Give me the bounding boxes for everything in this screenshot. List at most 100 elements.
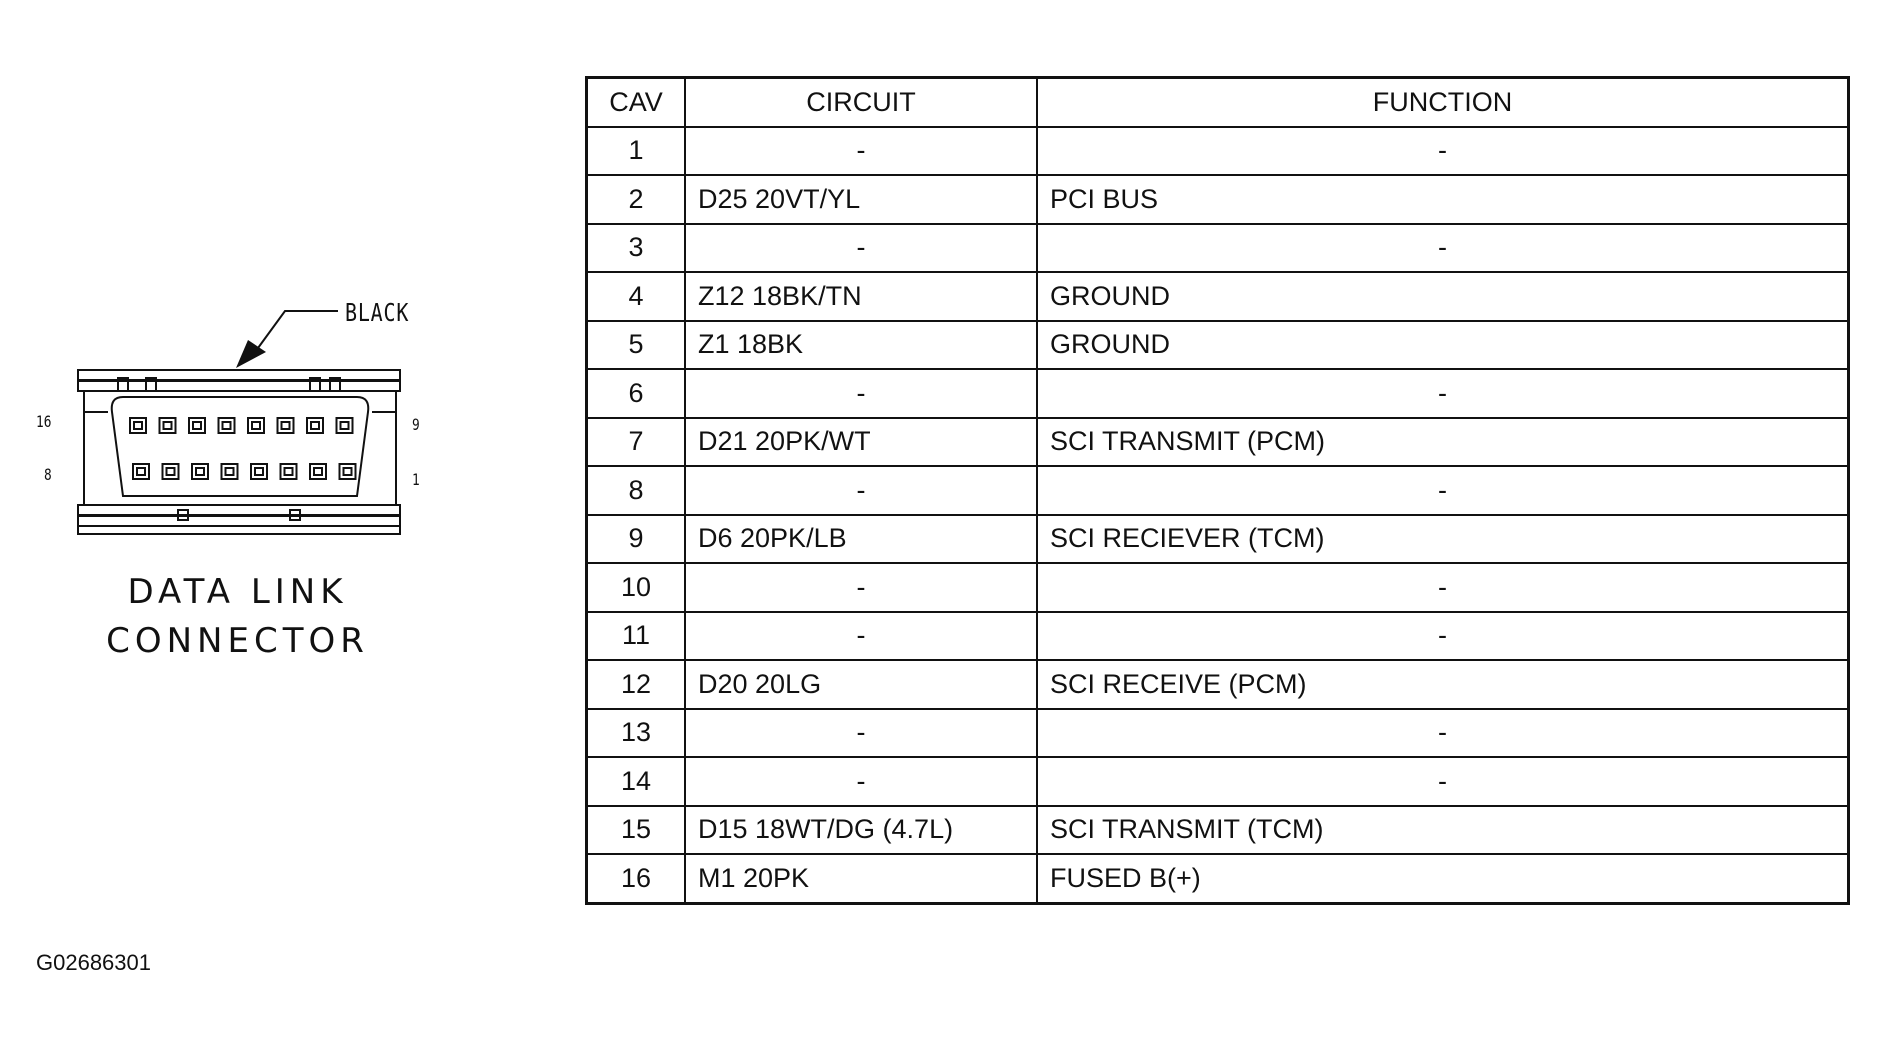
function-cell: - — [1036, 610, 1850, 661]
pin-contact — [313, 467, 323, 476]
circuit-cell: D6 20PK/LB — [684, 513, 1038, 564]
header-function: FUNCTION — [1036, 76, 1850, 128]
pin-contact — [251, 421, 261, 430]
circuit-cell: Z1 18BK — [684, 319, 1038, 370]
pin-contact — [283, 467, 294, 476]
connector-left-bracket — [83, 391, 108, 506]
pin-contact — [221, 421, 232, 430]
cav-cell: 16 — [585, 853, 686, 904]
connector-right-bracket — [372, 391, 397, 506]
leader-line — [257, 310, 338, 349]
function-cell: GROUND — [1036, 319, 1850, 370]
connector-title-line: DATA LINK — [127, 572, 348, 612]
circuit-cell: - — [684, 756, 1038, 807]
cav-cell: 4 — [585, 271, 686, 322]
figure-id: G02686301 — [36, 950, 151, 975]
pin-contact — [136, 467, 146, 476]
cav-cell: 1 — [585, 125, 686, 176]
arrow-head — [236, 340, 266, 368]
pin-contact — [165, 467, 176, 476]
function-cell: PCI BUS — [1036, 174, 1850, 225]
circuit-cell: M1 20PK — [684, 853, 1038, 904]
pin-contact — [133, 421, 143, 430]
circuit-cell: - — [684, 125, 1038, 176]
table-row: 8-- — [585, 465, 1850, 516]
table-row: 1-- — [585, 125, 1850, 176]
connector-body — [110, 396, 370, 497]
table-row: 6-- — [585, 368, 1850, 419]
cav-cell: 11 — [585, 610, 686, 661]
function-cell: SCI TRANSMIT (PCM) — [1036, 416, 1850, 467]
table-row: 10-- — [585, 562, 1850, 613]
circuit-cell: D25 20VT/YL — [684, 174, 1038, 225]
circuit-cell: - — [684, 222, 1038, 273]
function-cell: SCI RECEIVE (PCM) — [1036, 659, 1850, 710]
circuit-cell: D15 18WT/DG (4.7L) — [684, 804, 1038, 855]
table-header-row: CAV CIRCUIT FUNCTION — [585, 76, 1850, 128]
pin-contact — [195, 467, 205, 476]
cav-cell: 2 — [585, 174, 686, 225]
function-cell: - — [1036, 222, 1850, 273]
cav-cell: 3 — [585, 222, 686, 273]
connector-bottom-rail — [77, 504, 401, 516]
table-row: 14-- — [585, 756, 1850, 807]
pin-number-label: 9 — [412, 415, 420, 434]
pin-number-label: 8 — [44, 465, 52, 484]
cav-cell: 13 — [585, 707, 686, 758]
header-circuit: CIRCUIT — [684, 76, 1038, 128]
connector-drawing — [77, 310, 401, 535]
function-cell: - — [1036, 368, 1850, 419]
table-row: 3-- — [585, 222, 1850, 273]
function-cell: GROUND — [1036, 271, 1850, 322]
function-cell: - — [1036, 465, 1850, 516]
circuit-cell: D21 20PK/WT — [684, 416, 1038, 467]
pin-row-bottom — [132, 463, 357, 480]
table-row: 13-- — [585, 707, 1850, 758]
pin-contact — [224, 467, 235, 476]
circuit-cell: - — [684, 610, 1038, 661]
circuit-cell: Z12 18BK/TN — [684, 271, 1038, 322]
function-cell: SCI TRANSMIT (TCM) — [1036, 804, 1850, 855]
pin-contact — [192, 421, 202, 430]
pin-contact — [162, 421, 173, 430]
circuit-cell: - — [684, 368, 1038, 419]
pin-number-label: 1 — [412, 470, 420, 489]
pin-row-top — [129, 417, 354, 434]
cav-cell: 5 — [585, 319, 686, 370]
function-cell: - — [1036, 562, 1850, 613]
circuit-cell: D20 20LG — [684, 659, 1038, 710]
pin-contact — [310, 421, 320, 430]
header-cav: CAV — [585, 76, 686, 128]
pin-contact — [280, 421, 291, 430]
function-cell: - — [1036, 125, 1850, 176]
cav-cell: 12 — [585, 659, 686, 710]
cav-cell: 14 — [585, 756, 686, 807]
function-cell: - — [1036, 707, 1850, 758]
cav-cell: 6 — [585, 368, 686, 419]
connector-color-label: BLACK — [345, 298, 410, 327]
circuit-cell: - — [684, 465, 1038, 516]
cav-cell: 9 — [585, 513, 686, 564]
circuit-cell: - — [684, 707, 1038, 758]
cav-cell: 8 — [585, 465, 686, 516]
pin-contact — [339, 421, 350, 430]
pin-number-label: 16 — [36, 412, 52, 431]
cav-cell: 15 — [585, 804, 686, 855]
connector-title: DATA LINK CONNECTOR — [95, 568, 380, 666]
function-cell: FUSED B(+) — [1036, 853, 1850, 904]
connector-title-line: CONNECTOR — [106, 621, 369, 661]
connector-figure: BLACK 16 8 9 1 DATA LINK CONNECTOR — [0, 0, 560, 720]
function-cell: SCI RECIEVER (TCM) — [1036, 513, 1850, 564]
pin-contact — [342, 467, 353, 476]
circuit-cell: - — [684, 562, 1038, 613]
